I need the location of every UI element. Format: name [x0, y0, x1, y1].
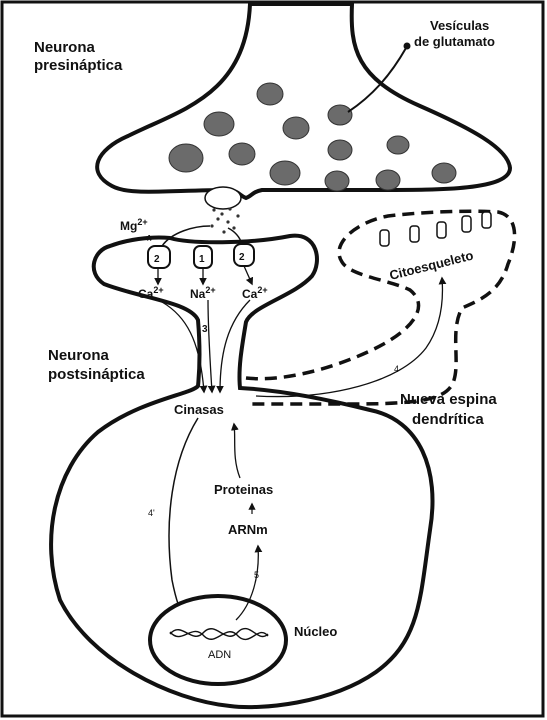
vesicle	[325, 171, 349, 191]
step-4-prime-label: 4'	[148, 508, 155, 518]
step-4-label: 4	[394, 364, 399, 374]
proteins-label: Proteinas	[214, 482, 273, 497]
channel-left-label: 2	[154, 254, 160, 265]
vesicle	[283, 117, 309, 139]
cytoskeleton-label: Citoesqueleto	[388, 248, 475, 283]
receptor-channels: 2 1 2	[148, 244, 254, 268]
vesicle	[169, 144, 203, 172]
dna-label: ADN	[208, 649, 231, 661]
new-spine-label: Nueva espina dendrítica	[400, 391, 501, 428]
channel-right-label: 2	[239, 252, 245, 263]
vesicle	[387, 136, 409, 154]
vesicle	[204, 112, 234, 136]
glutamate-molecules	[210, 207, 239, 233]
channel-middle-label: 1	[199, 254, 205, 265]
vesicle	[376, 170, 400, 190]
postsynaptic-label: Neurona postsináptica	[48, 347, 145, 383]
vesicle	[432, 163, 456, 183]
vesicle-pointer-dot	[404, 43, 411, 50]
nucleus	[150, 596, 286, 684]
step-5-label: 5	[254, 570, 259, 580]
vesicle	[328, 105, 352, 125]
mg-block-star: *	[146, 233, 153, 250]
mg-ion-label: Mg2+	[120, 217, 148, 233]
step-3-label: 3	[202, 324, 208, 335]
vesicle	[270, 161, 300, 185]
mrna-label: ARNm	[228, 522, 268, 537]
releasing-vesicle	[205, 187, 241, 209]
vesicle	[257, 83, 283, 105]
kinases-label: Cinasas	[174, 402, 224, 417]
presynaptic-label: Neurona presináptica	[34, 39, 123, 74]
nucleus-label: Núcleo	[294, 624, 337, 639]
cytoskeleton-filaments	[380, 212, 491, 246]
vesicle	[328, 140, 352, 160]
vesicles-label: Vesículas de glutamato	[414, 18, 495, 49]
vesicle	[229, 143, 255, 165]
